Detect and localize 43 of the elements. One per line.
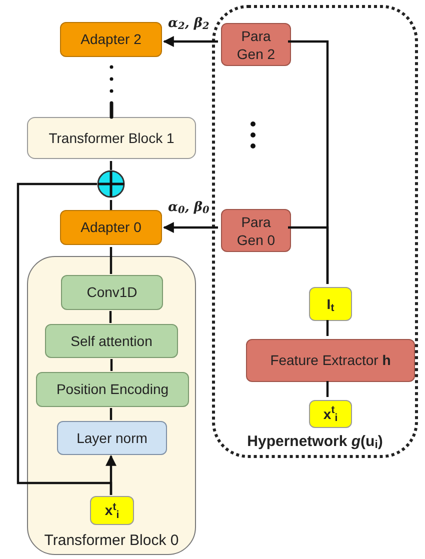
feature-extractor-box [246,339,415,382]
node-label: Conv1D [86,283,138,302]
connector-line [162,36,218,47]
layer-box [61,275,163,310]
connector-line [16,182,112,495]
node-label: Transformer Block 1 [48,128,174,148]
node-label: I$_{t}$ [326,294,334,314]
layer-box [45,324,178,358]
transformer-block-container [27,256,196,555]
connector-line [109,311,112,323]
transformer-block-box [27,117,196,159]
node-label: Para Gen 2 [236,26,276,62]
edge-label: α$_{0}$, β$_{0}$ [168,199,210,218]
connector-line [110,247,112,274]
connector-line [110,359,113,371]
adapter-box [60,22,162,57]
node-label: Adapter 2 [80,30,142,49]
layer-box [36,372,189,407]
connector-line [110,161,112,170]
para-gen-box [221,23,291,66]
feature-box [309,287,352,321]
connector-line [326,381,329,397]
connector-line [326,320,329,336]
connector-line [110,408,112,420]
adapter-box [60,210,162,245]
container-label: Hypernetwork g(u$_{i}$) [246,432,384,453]
node-label: Feature Extractor h [270,351,391,370]
connector-line [110,200,112,210]
container-label: Transformer Block 0 [43,530,180,550]
layer-norm-box [57,421,167,455]
connector-line [288,226,329,284]
connector-line [162,222,218,233]
node-label: Position Encoding [56,380,169,399]
node-label: Adapter 0 [80,218,142,237]
input-box [309,400,352,428]
node-label: Para Gen 0 [236,212,276,248]
edge-label: α$_{2}$, β$_{2}$ [168,15,210,34]
para-gen-box [221,209,291,252]
node-label: Layer norm [76,428,148,448]
node-label: Self attention [70,332,152,350]
hypernetwork-container [212,5,418,458]
input-box [90,496,134,525]
sum-circle [97,170,125,198]
